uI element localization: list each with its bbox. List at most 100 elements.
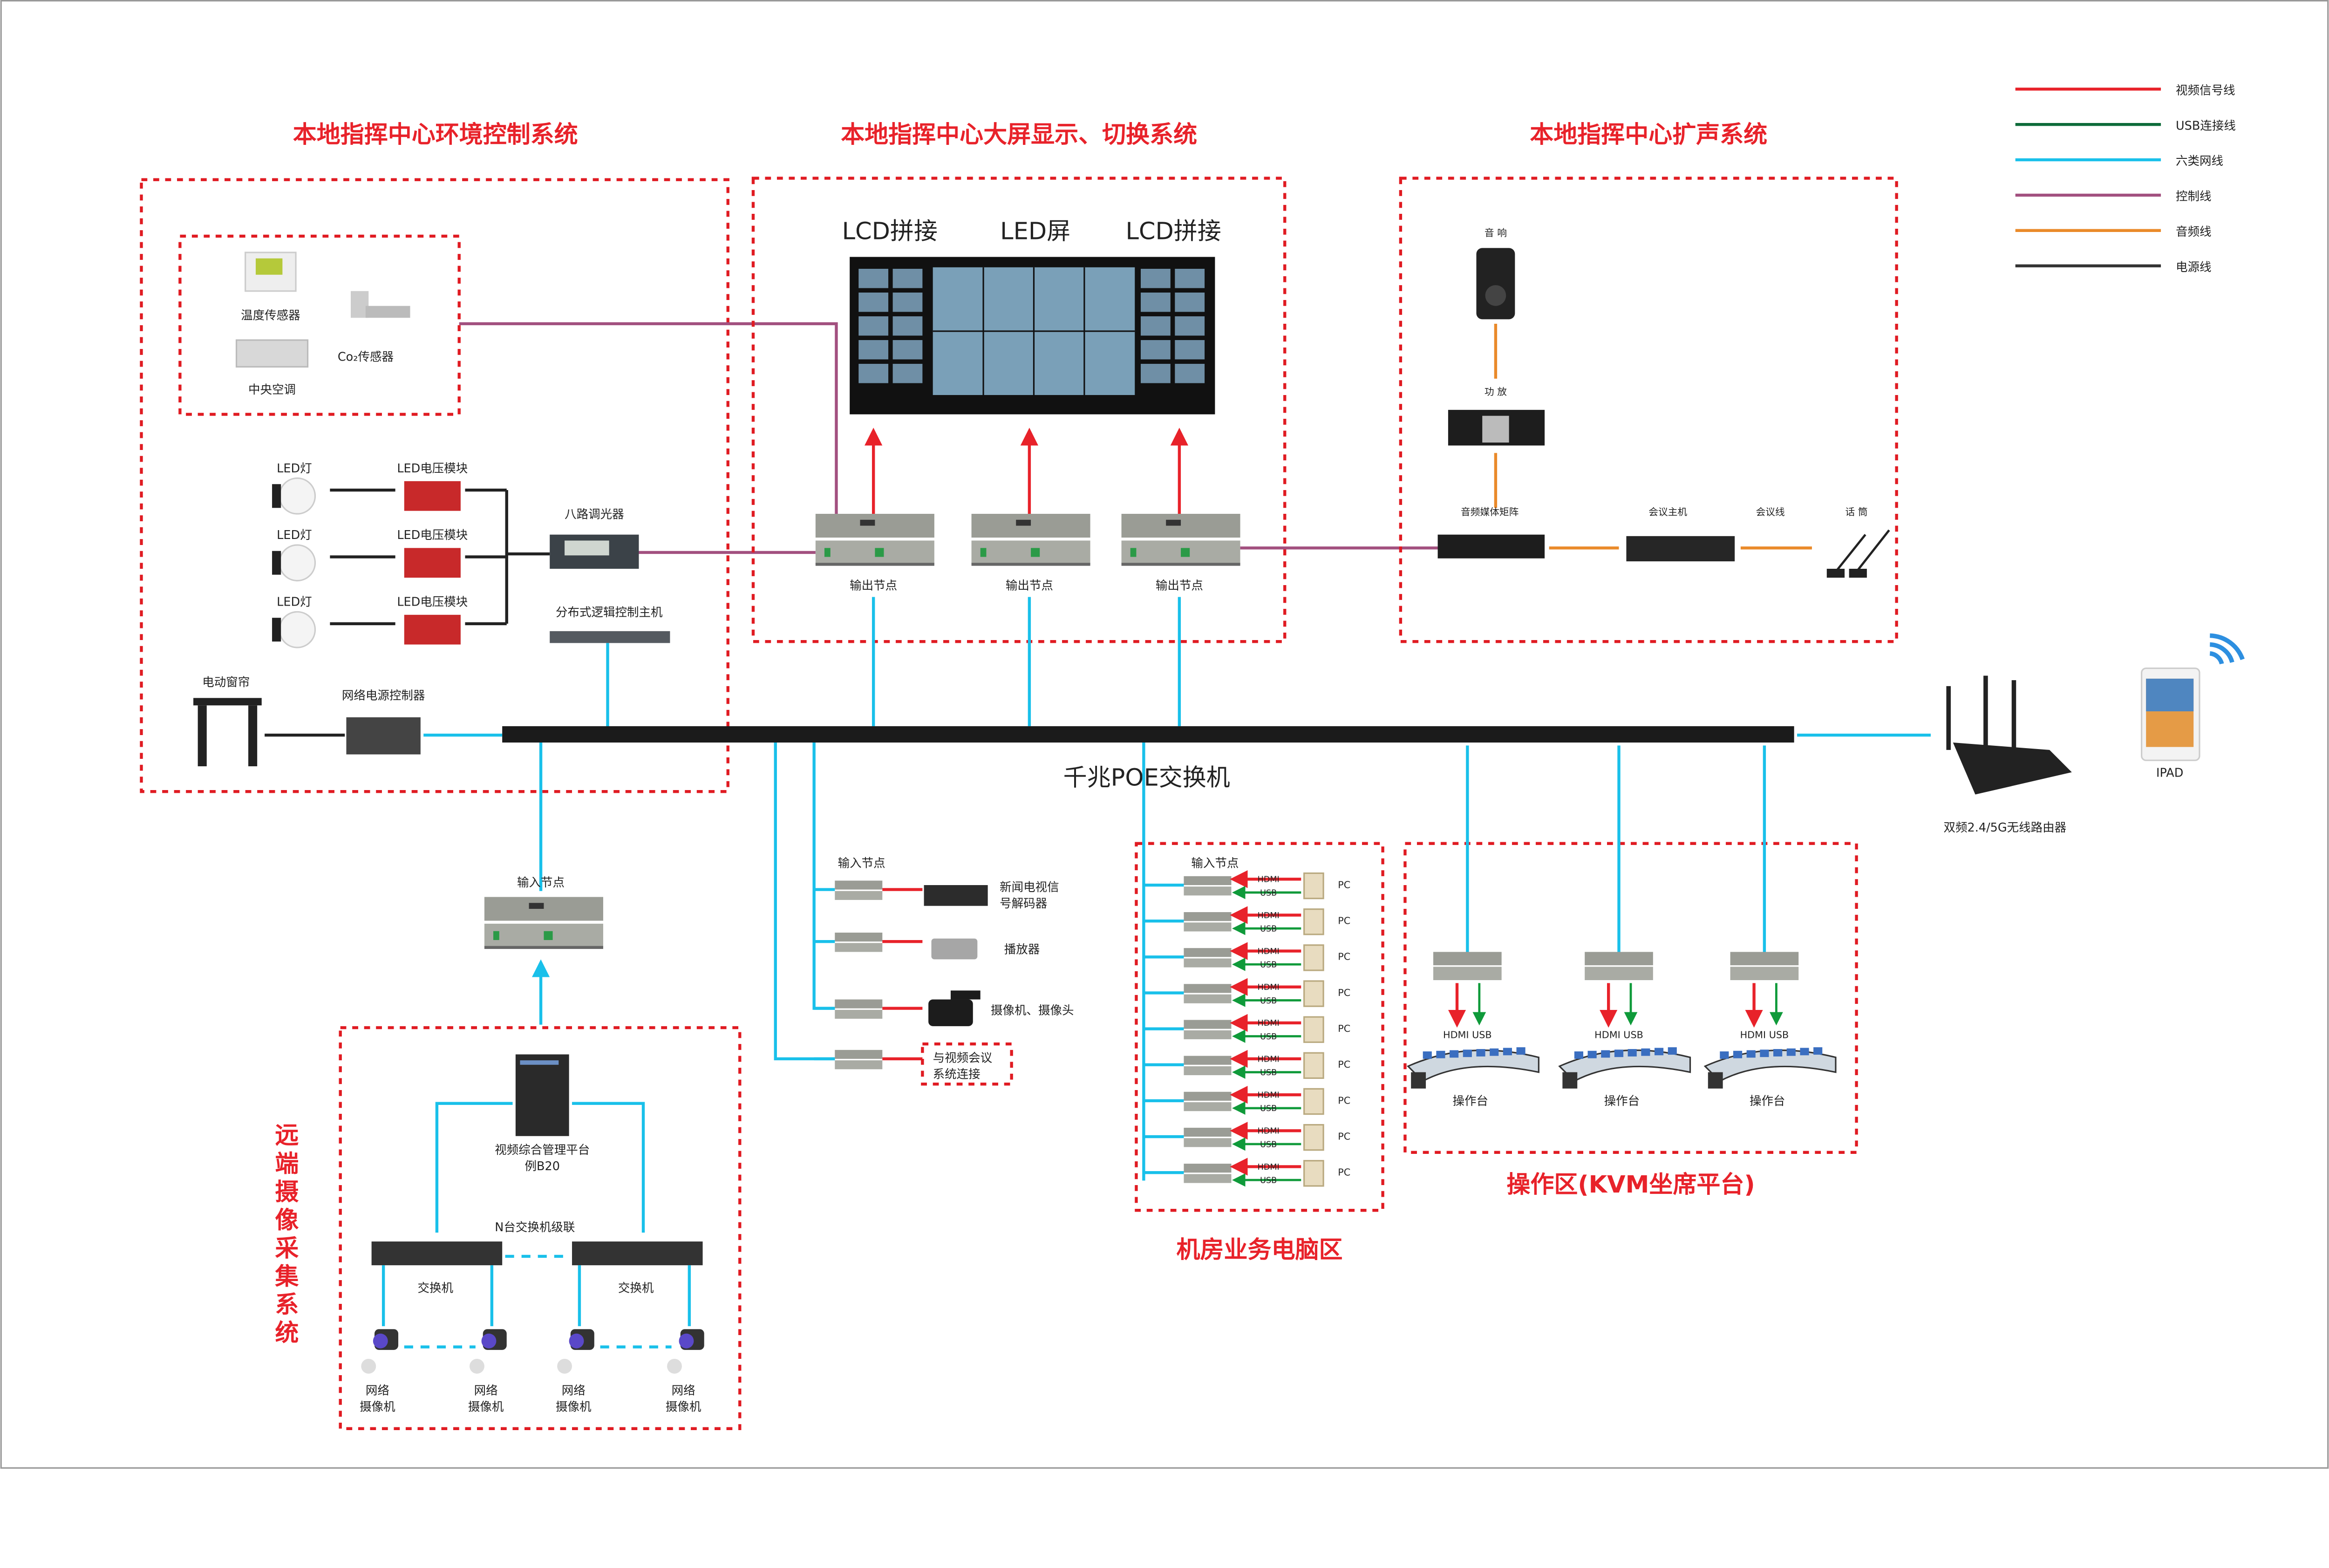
ipad-label: IPAD bbox=[2156, 766, 2183, 780]
led-light-label: LED灯 bbox=[277, 462, 312, 476]
operator-console-icon bbox=[1558, 1047, 1691, 1089]
hdmi-label: HDMI bbox=[1258, 1163, 1280, 1172]
usb-label: USB bbox=[1260, 1068, 1277, 1077]
remote-title-char: 系 bbox=[275, 1291, 299, 1319]
poe-switch-label: 千兆POE交换机 bbox=[1063, 764, 1230, 791]
legend-label: 音频线 bbox=[2176, 225, 2212, 239]
remote-title-char: 采 bbox=[275, 1235, 299, 1262]
camcorder-label: 摄像机、摄像头 bbox=[991, 1003, 1074, 1017]
switch-label-right: 交换机 bbox=[618, 1281, 654, 1295]
media-player-icon bbox=[931, 938, 978, 960]
logic-host-label: 分布式逻辑控制主机 bbox=[556, 606, 663, 620]
network-camera-icon bbox=[667, 1329, 704, 1374]
hdmi-label: HDMI bbox=[1258, 947, 1280, 956]
led-module-label: LED电压模块 bbox=[397, 462, 468, 476]
output-node-label: 输出节点 bbox=[850, 579, 897, 593]
dimmer-label: 八路调光器 bbox=[565, 508, 624, 522]
lcd-tile bbox=[1140, 340, 1171, 360]
screen-label-center: LED屏 bbox=[1000, 218, 1070, 245]
pc-tower-icon bbox=[1303, 980, 1324, 1007]
led-light-label: LED灯 bbox=[277, 528, 312, 542]
legend-label: 六类网线 bbox=[2176, 154, 2223, 168]
remote-title-char: 像 bbox=[275, 1207, 299, 1234]
ipad-icon bbox=[2141, 667, 2200, 761]
air-conditioner-icon bbox=[235, 339, 309, 368]
control-line-sensors bbox=[459, 322, 838, 514]
lcd-tile bbox=[858, 293, 889, 312]
curtain-label: 电动窗帘 bbox=[202, 675, 250, 689]
camera-label-1: 网络 bbox=[562, 1384, 586, 1398]
temp-sensor-label: 温度传感器 bbox=[241, 308, 300, 322]
led-module-icon bbox=[404, 548, 461, 578]
sources-input-node-label: 输入节点 bbox=[838, 857, 885, 871]
hdmi-label: HDMI bbox=[1258, 911, 1280, 920]
camera-label-1: 网络 bbox=[672, 1384, 695, 1398]
lcd-tile bbox=[858, 316, 889, 336]
lcd-tile bbox=[1140, 364, 1171, 383]
remote-input-node-label: 输入节点 bbox=[517, 876, 565, 890]
env-section-title: 本地指挥中心环境控制系统 bbox=[293, 121, 578, 149]
co2-sensor-label: Co₂传感器 bbox=[338, 350, 394, 364]
lcd-tile bbox=[892, 364, 923, 383]
ac-label: 中央空调 bbox=[248, 383, 296, 397]
video-platform-server-icon bbox=[515, 1054, 569, 1136]
usb-label: USB bbox=[1260, 888, 1277, 898]
pc-label: PC bbox=[1338, 1167, 1350, 1178]
remote-title-char: 统 bbox=[275, 1320, 299, 1347]
lcd-tile bbox=[892, 269, 923, 288]
camera-label-2: 摄像机 bbox=[666, 1400, 701, 1414]
operator-console-icon bbox=[1407, 1047, 1539, 1089]
led-light-icon bbox=[272, 544, 316, 582]
sensor-group-box bbox=[178, 234, 461, 416]
logic-host-icon bbox=[550, 631, 670, 643]
hdmi-label: HDMI bbox=[1258, 983, 1280, 992]
pc-tower-icon bbox=[1303, 1088, 1324, 1115]
led-module-label: LED电压模块 bbox=[397, 528, 468, 542]
console-label: 操作台 bbox=[1452, 1094, 1488, 1108]
remote-title-char: 远 bbox=[275, 1122, 299, 1150]
camcorder-icon bbox=[928, 990, 981, 1026]
lcd-tile bbox=[1140, 293, 1171, 312]
cascade-label: N台交换机级联 bbox=[495, 1220, 575, 1234]
lcd-tile bbox=[1175, 269, 1205, 288]
audio-system-box bbox=[1399, 177, 1898, 643]
pc-tower-icon bbox=[1303, 1016, 1324, 1043]
led-module-icon bbox=[404, 614, 461, 645]
led-light-icon bbox=[272, 477, 316, 515]
remote-system-box bbox=[339, 1026, 742, 1430]
router-label: 双频2.4/5G无线路由器 bbox=[1944, 821, 2067, 835]
pc-tower-icon bbox=[1303, 1160, 1324, 1187]
output-node-label: 输出节点 bbox=[1156, 579, 1203, 593]
led-light-label: LED灯 bbox=[277, 595, 312, 609]
legend-label: 控制线 bbox=[2176, 190, 2212, 204]
usb-label: USB bbox=[1260, 924, 1277, 934]
screen-label-right: LCD拼接 bbox=[1125, 218, 1221, 245]
speaker-label: 音 响 bbox=[1485, 227, 1507, 239]
mic-label: 话 筒 bbox=[1845, 506, 1868, 518]
pc-tower-icon bbox=[1303, 908, 1324, 935]
output-node-label: 输出节点 bbox=[1006, 579, 1053, 593]
conference-host-icon bbox=[1626, 536, 1735, 562]
server-room-box bbox=[1135, 842, 1384, 1212]
decoder-label-2: 号解码器 bbox=[1000, 897, 1047, 911]
platform-label: 视频综合管理平台 bbox=[495, 1143, 590, 1157]
pc-label: PC bbox=[1338, 1095, 1350, 1106]
camera-label-1: 网络 bbox=[366, 1384, 389, 1398]
tv-decoder-icon bbox=[924, 885, 988, 906]
hdmi-label: HDMI bbox=[1258, 875, 1280, 885]
network-camera-icon bbox=[361, 1329, 399, 1374]
power-controller-icon bbox=[346, 717, 421, 755]
pc-label: PC bbox=[1338, 1059, 1350, 1070]
power-controller-label: 网络电源控制器 bbox=[342, 689, 425, 703]
lcd-tile bbox=[1175, 340, 1205, 360]
kvm-output-node bbox=[1585, 952, 1653, 981]
usb-label: USB bbox=[1260, 1104, 1277, 1113]
usb-label: USB bbox=[1260, 1032, 1277, 1042]
legend-label: USB连接线 bbox=[2176, 119, 2236, 133]
co2-sensor-icon bbox=[351, 291, 410, 318]
lcd-tile bbox=[1175, 316, 1205, 336]
kvm-output-node bbox=[1433, 952, 1502, 981]
legend-label: 视频信号线 bbox=[2176, 83, 2235, 97]
pc-label: PC bbox=[1338, 987, 1350, 998]
curtain-icon bbox=[193, 698, 262, 766]
